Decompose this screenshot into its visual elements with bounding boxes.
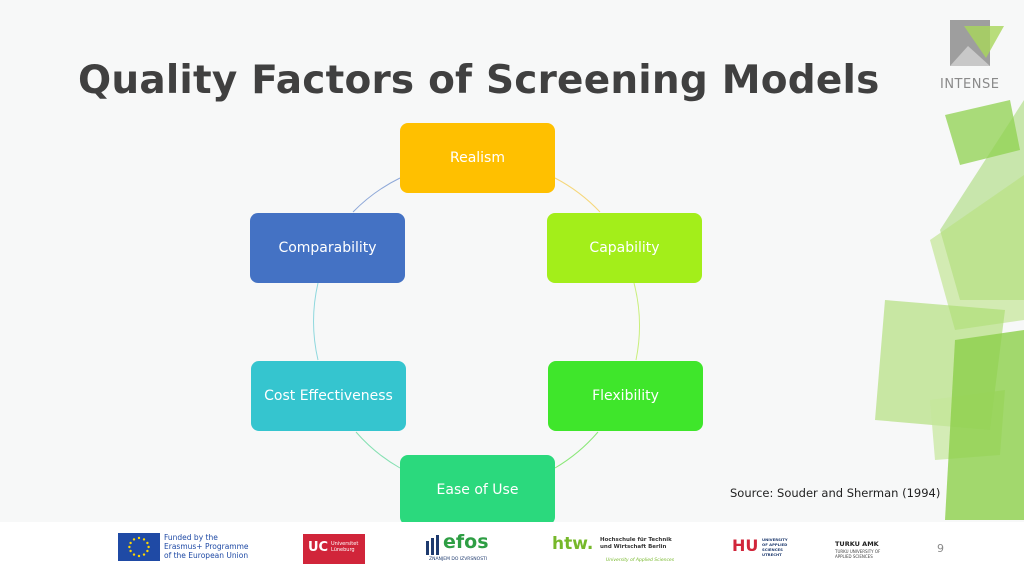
- turku-line-3: APPLIED SCIENCES: [835, 554, 873, 559]
- turku-line-2: TURKU UNIVERSITY OF: [835, 549, 881, 554]
- uc-mark: UC: [308, 540, 329, 555]
- cycle-node-comparability: Comparability: [250, 213, 405, 283]
- htw-line-3: University of Applied Sciences: [606, 558, 675, 563]
- source-citation: Source: Souder and Sherman (1994): [730, 486, 941, 500]
- cycle-node-cost-effectiveness: Cost Effectiveness: [251, 361, 406, 431]
- efos-mark: efos: [443, 531, 489, 553]
- cycle-node-capability: Capability: [547, 213, 702, 283]
- page-number: 9: [937, 542, 944, 555]
- efos-logo: efos ZNANJEM DO IZVRSNOSTI: [425, 531, 500, 565]
- eu-line-3: of the European Union: [164, 551, 249, 560]
- eu-logo: Funded by the Erasmus+ Programme of the …: [118, 533, 258, 565]
- cycle-node-flexibility: Flexibility: [548, 361, 703, 431]
- eu-line-2: Erasmus+ Programme: [164, 542, 249, 551]
- uc-line-2: Lüneburg: [331, 547, 355, 553]
- hu-mark: HU: [732, 536, 759, 555]
- eu-flag-icon: [118, 533, 160, 561]
- hu-logo: HU UNIVERSITY OF APPLIED SCIENCES UTRECH…: [732, 534, 792, 566]
- turku-line-1: TURKU AMK: [835, 540, 879, 548]
- efos-tagline: ZNANJEM DO IZVRSNOSTI: [429, 557, 488, 562]
- intense-logo-icon: [950, 20, 1004, 66]
- cycle-node-ease-of-use: Ease of Use: [400, 455, 555, 525]
- htw-mark: htw.: [552, 534, 594, 554]
- uc-logo: UC Universitet Lüneburg: [303, 534, 365, 564]
- brand-name: INTENSE: [940, 77, 1000, 92]
- turku-logo: TURKU AMK TURKU UNIVERSITY OF APPLIED SC…: [835, 540, 905, 564]
- efos-bars-icon: [426, 535, 439, 555]
- hu-line-1: UNIVERSITY: [762, 537, 788, 542]
- slide-title: Quality Factors of Screening Models: [78, 58, 880, 103]
- htw-line-1: Hochschule für Technik: [600, 537, 672, 543]
- footer-logo-strip: Funded by the Erasmus+ Programme of the …: [0, 522, 1024, 575]
- cycle-node-realism: Realism: [400, 123, 555, 193]
- htw-line-2: und Wirtschaft Berlin: [600, 544, 667, 550]
- hu-line-3: SCIENCES: [762, 547, 783, 552]
- uc-line-1: Universitet: [331, 541, 359, 547]
- hu-line-4: UTRECHT: [762, 552, 782, 557]
- htw-logo: htw. Hochschule für Technik und Wirtscha…: [552, 534, 675, 566]
- hu-line-2: OF APPLIED: [762, 542, 788, 547]
- eu-line-1: Funded by the: [164, 533, 218, 542]
